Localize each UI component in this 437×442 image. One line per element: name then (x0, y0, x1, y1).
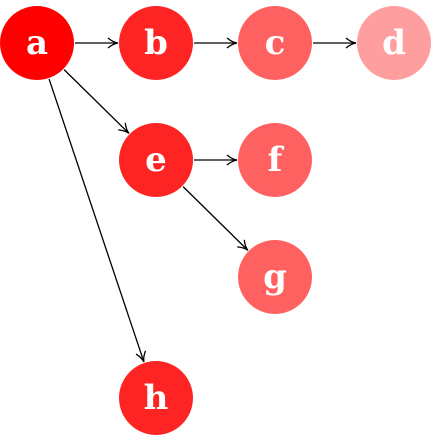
edge-a-e (63, 69, 130, 134)
node-circle-h (119, 361, 193, 435)
node-a: a (0, 6, 74, 80)
node-f: f (238, 123, 312, 197)
node-circle-e (119, 123, 193, 197)
node-label-a: a (26, 23, 48, 63)
node-c: c (238, 6, 312, 80)
node-label-f: f (268, 140, 285, 180)
node-g: g (238, 240, 312, 314)
node-circle-f (238, 123, 312, 197)
node-circle-c (238, 6, 312, 80)
nodes: a b c d e f g h (0, 6, 431, 435)
node-circle-a (0, 6, 74, 80)
node-circle-b (119, 6, 193, 80)
edge-a-h (48, 78, 147, 363)
node-label-c: c (265, 23, 286, 63)
node-d: d (357, 6, 431, 80)
node-circle-g (238, 240, 312, 314)
node-label-b: b (144, 23, 168, 63)
node-label-e: e (145, 140, 167, 180)
node-e: e (119, 123, 193, 197)
node-label-d: d (382, 23, 406, 63)
node-label-h: h (144, 378, 169, 418)
node-circle-d (357, 6, 431, 80)
node-h: h (119, 361, 193, 435)
edges (48, 37, 357, 363)
node-label-g: g (263, 257, 287, 297)
edge-e-g (182, 186, 249, 251)
node-b: b (119, 6, 193, 80)
